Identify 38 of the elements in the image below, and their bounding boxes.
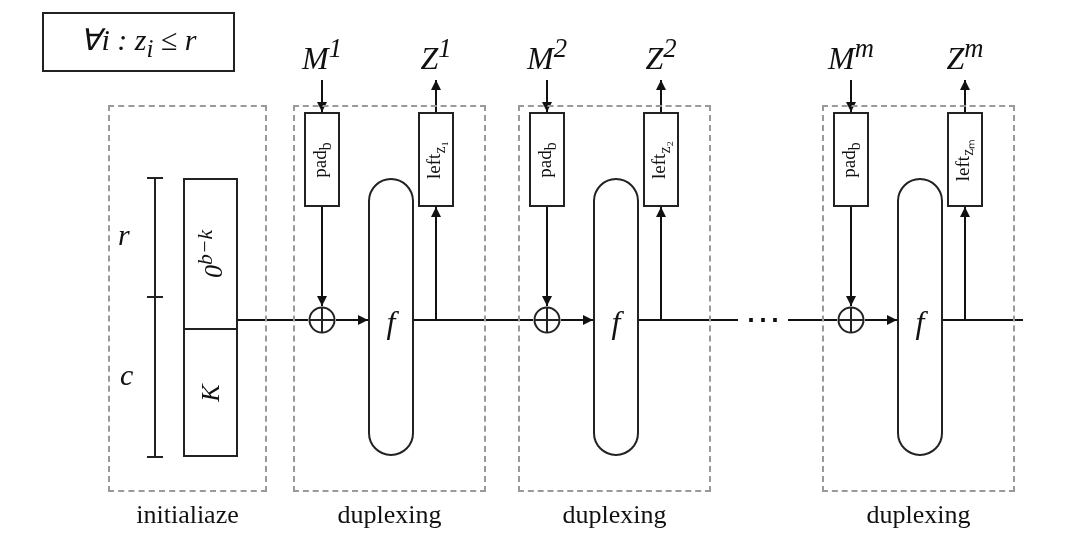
connector-line (638, 319, 739, 321)
dimension-label: c (120, 358, 134, 392)
dimension-label: r (118, 218, 130, 252)
xor-symbol (533, 306, 561, 334)
connector-line (413, 319, 534, 321)
xor-symbol (837, 306, 865, 334)
variable-label: Z$^{m}$ (933, 30, 997, 80)
stage-label: duplexing (562, 500, 667, 530)
stage-label: duplexing (866, 500, 971, 530)
stage-label: duplexing (337, 500, 442, 530)
connector-line (237, 319, 309, 321)
arrow (542, 79, 552, 113)
permutation-box: f (368, 178, 414, 456)
arrow (656, 79, 666, 113)
arrow (317, 206, 327, 307)
arrow (431, 79, 441, 113)
variable-label: M$^{m}$ (819, 30, 883, 80)
state-block: K (183, 330, 238, 457)
connector-line (787, 319, 838, 321)
variable-label: Z$^{1}$ (404, 30, 468, 80)
variable-label: Z$^{2}$ (629, 30, 693, 80)
xor-symbol (308, 306, 336, 334)
variable-label: M$^{2}$ (515, 30, 579, 80)
permutation-box: f (897, 178, 943, 456)
arrow (560, 315, 594, 325)
connector-line (942, 319, 1024, 321)
arrow (864, 315, 898, 325)
arrow (542, 206, 552, 307)
arrow (960, 79, 970, 113)
permutation-box: f (593, 178, 639, 456)
condition-box: ∀i : z$_{i}$ ≤ r (42, 12, 235, 72)
ellipsis: ⋯ (738, 300, 788, 340)
arrow (846, 206, 856, 307)
arrow (846, 79, 856, 113)
stage-label: initialiaze (136, 500, 239, 530)
variable-label: M$^{1}$ (290, 30, 354, 80)
arrow (317, 79, 327, 113)
arrow (335, 315, 369, 325)
